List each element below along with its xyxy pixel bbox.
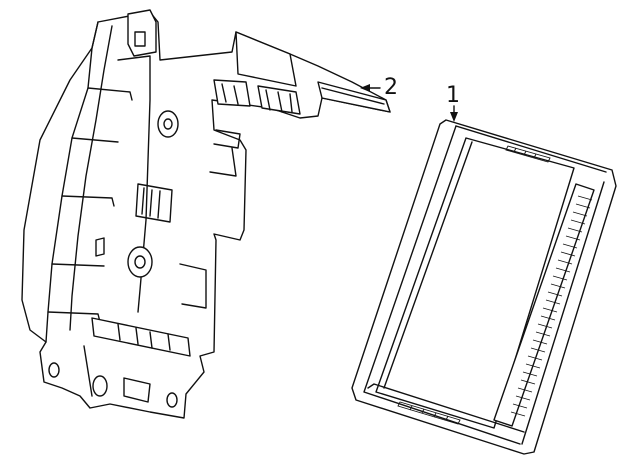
- callout-1-arrow: [450, 112, 458, 122]
- callout-1-label: 1: [446, 83, 460, 108]
- callout-1: 1: [446, 83, 460, 122]
- bracket: [21, 9, 391, 419]
- module: [351, 119, 617, 455]
- callout-2: 2: [360, 75, 398, 100]
- callout-2-label: 2: [384, 75, 398, 100]
- callout-2-arrow: [360, 84, 370, 92]
